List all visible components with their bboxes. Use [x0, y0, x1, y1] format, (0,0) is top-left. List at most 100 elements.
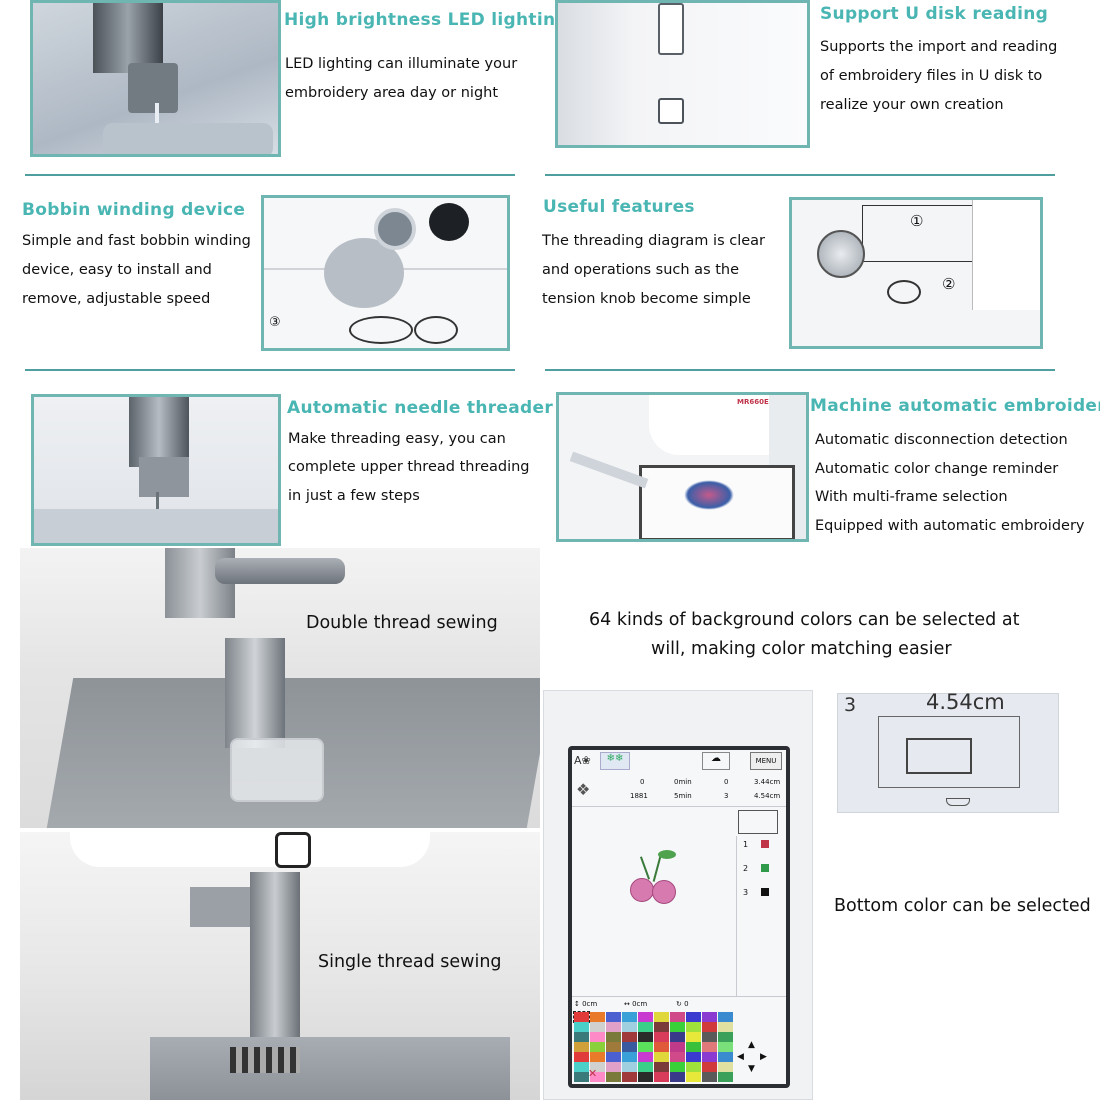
threader-text-1: Make threading easy, you can: [288, 431, 506, 447]
palette-swatch[interactable]: [670, 1052, 685, 1062]
palette-swatch[interactable]: [654, 1052, 669, 1062]
palette-swatch[interactable]: [654, 1072, 669, 1082]
single-thread-photo: [20, 832, 540, 1100]
palette-swatch[interactable]: [606, 1042, 621, 1052]
divider-1-right: [545, 174, 1055, 176]
palette-swatch[interactable]: [590, 1022, 605, 1032]
palette-swatch[interactable]: [670, 1062, 685, 1072]
palette-swatch[interactable]: [670, 1022, 685, 1032]
palette-swatch[interactable]: [670, 1072, 685, 1082]
palette-swatch[interactable]: [622, 1072, 637, 1082]
palette-swatch[interactable]: [638, 1052, 653, 1062]
palette-swatch[interactable]: [718, 1012, 733, 1022]
palette-swatch[interactable]: [686, 1012, 701, 1022]
palette-swatch[interactable]: [574, 1062, 589, 1072]
palette-swatch[interactable]: [622, 1062, 637, 1072]
colors-caption-line-1: 64 kinds of background colors can be sel…: [589, 610, 1020, 630]
palette-swatch[interactable]: [606, 1022, 621, 1032]
thread-icon: ❖: [576, 780, 591, 799]
palette-swatch[interactable]: [702, 1072, 717, 1082]
color-number-3: 3: [743, 888, 749, 897]
close-button[interactable]: ✕: [588, 1067, 598, 1080]
palette-swatch[interactable]: [622, 1022, 637, 1032]
palette-swatch[interactable]: [606, 1012, 621, 1022]
useful-text-3: tension knob become simple: [542, 291, 751, 307]
upload-icon[interactable]: ☁: [702, 752, 730, 770]
palette-swatch[interactable]: [606, 1052, 621, 1062]
menu-button[interactable]: MENU: [750, 752, 782, 770]
palette-swatch[interactable]: [654, 1042, 669, 1052]
color-number-1: 1: [743, 840, 749, 849]
palette-swatch[interactable]: [702, 1042, 717, 1052]
palette-swatch[interactable]: [702, 1062, 717, 1072]
palette-swatch[interactable]: [718, 1062, 733, 1072]
touchscreen-device: A❀ ❄❄ ☁ MENU ❖ 0 1881 0min 5min 0 3 3.44…: [543, 690, 813, 1100]
palette-swatch[interactable]: [702, 1022, 717, 1032]
palette-swatch[interactable]: [590, 1012, 605, 1022]
color-swatch-1[interactable]: [761, 840, 769, 848]
palette-swatch[interactable]: [718, 1042, 733, 1052]
color-swatch-3[interactable]: [761, 888, 769, 896]
palette-swatch[interactable]: [654, 1032, 669, 1042]
bobbin-text-2: device, easy to install and: [22, 262, 212, 278]
palette-swatch[interactable]: [638, 1032, 653, 1042]
palette-swatch[interactable]: [670, 1032, 685, 1042]
palette-swatch[interactable]: [590, 1072, 605, 1082]
palette-swatch[interactable]: [718, 1022, 733, 1032]
palette-swatch[interactable]: [606, 1032, 621, 1042]
palette-swatch[interactable]: [622, 1012, 637, 1022]
palette-swatch[interactable]: [686, 1022, 701, 1032]
bobbin-text-1: Simple and fast bobbin winding: [22, 233, 251, 249]
palette-swatch[interactable]: [638, 1012, 653, 1022]
palette-swatch[interactable]: [670, 1012, 685, 1022]
pattern-tab-icon[interactable]: ❄❄: [600, 752, 630, 770]
frame-preview-icon[interactable]: [738, 810, 778, 834]
palette-swatch[interactable]: [574, 1042, 589, 1052]
palette-swatch[interactable]: [686, 1062, 701, 1072]
palette-swatch[interactable]: [590, 1042, 605, 1052]
palette-swatch[interactable]: [702, 1012, 717, 1022]
palette-swatch[interactable]: [654, 1062, 669, 1072]
palette-swatch[interactable]: [638, 1022, 653, 1032]
udisk-text-1: Supports the import and reading: [820, 39, 1058, 55]
divider-2-left: [25, 369, 515, 371]
palette-swatch[interactable]: [718, 1032, 733, 1042]
palette-swatch[interactable]: [670, 1042, 685, 1052]
palette-swatch[interactable]: [702, 1052, 717, 1062]
palette-swatch[interactable]: [718, 1052, 733, 1062]
palette-swatch[interactable]: [638, 1062, 653, 1072]
stitch-count-current: 0: [640, 778, 645, 786]
palette-swatch[interactable]: [622, 1052, 637, 1062]
bottom-color-caption: Bottom color can be selected: [834, 896, 1091, 916]
arrow-right-button[interactable]: ▶: [760, 1052, 767, 1062]
palette-swatch[interactable]: [654, 1012, 669, 1022]
arrow-down-button[interactable]: ▼: [748, 1064, 755, 1074]
palette-swatch[interactable]: [590, 1052, 605, 1062]
palette-swatch[interactable]: [573, 1011, 590, 1023]
palette-swatch[interactable]: [686, 1042, 701, 1052]
palette-swatch[interactable]: [574, 1072, 589, 1082]
arrow-up-button[interactable]: ▲: [748, 1040, 755, 1050]
palette-swatch[interactable]: [718, 1072, 733, 1082]
palette-swatch[interactable]: [574, 1052, 589, 1062]
palette-swatch[interactable]: [702, 1032, 717, 1042]
palette-swatch[interactable]: [654, 1022, 669, 1032]
color-palette-grid[interactable]: [573, 1011, 734, 1082]
palette-swatch[interactable]: [574, 1022, 589, 1032]
palette-swatch[interactable]: [686, 1072, 701, 1082]
palette-swatch[interactable]: [638, 1072, 653, 1082]
palette-swatch[interactable]: [638, 1042, 653, 1052]
palette-swatch[interactable]: [574, 1032, 589, 1042]
mode-icon[interactable]: A❀: [574, 754, 591, 767]
palette-swatch[interactable]: [590, 1062, 605, 1072]
palette-swatch[interactable]: [606, 1072, 621, 1082]
arrow-left-button[interactable]: ◀: [737, 1052, 744, 1062]
palette-swatch[interactable]: [622, 1042, 637, 1052]
zoom-width-value: 4.54cm: [926, 690, 1005, 714]
palette-swatch[interactable]: [606, 1062, 621, 1072]
palette-swatch[interactable]: [622, 1032, 637, 1042]
palette-swatch[interactable]: [686, 1032, 701, 1042]
color-swatch-2[interactable]: [761, 864, 769, 872]
palette-swatch[interactable]: [686, 1052, 701, 1062]
palette-swatch[interactable]: [590, 1032, 605, 1042]
